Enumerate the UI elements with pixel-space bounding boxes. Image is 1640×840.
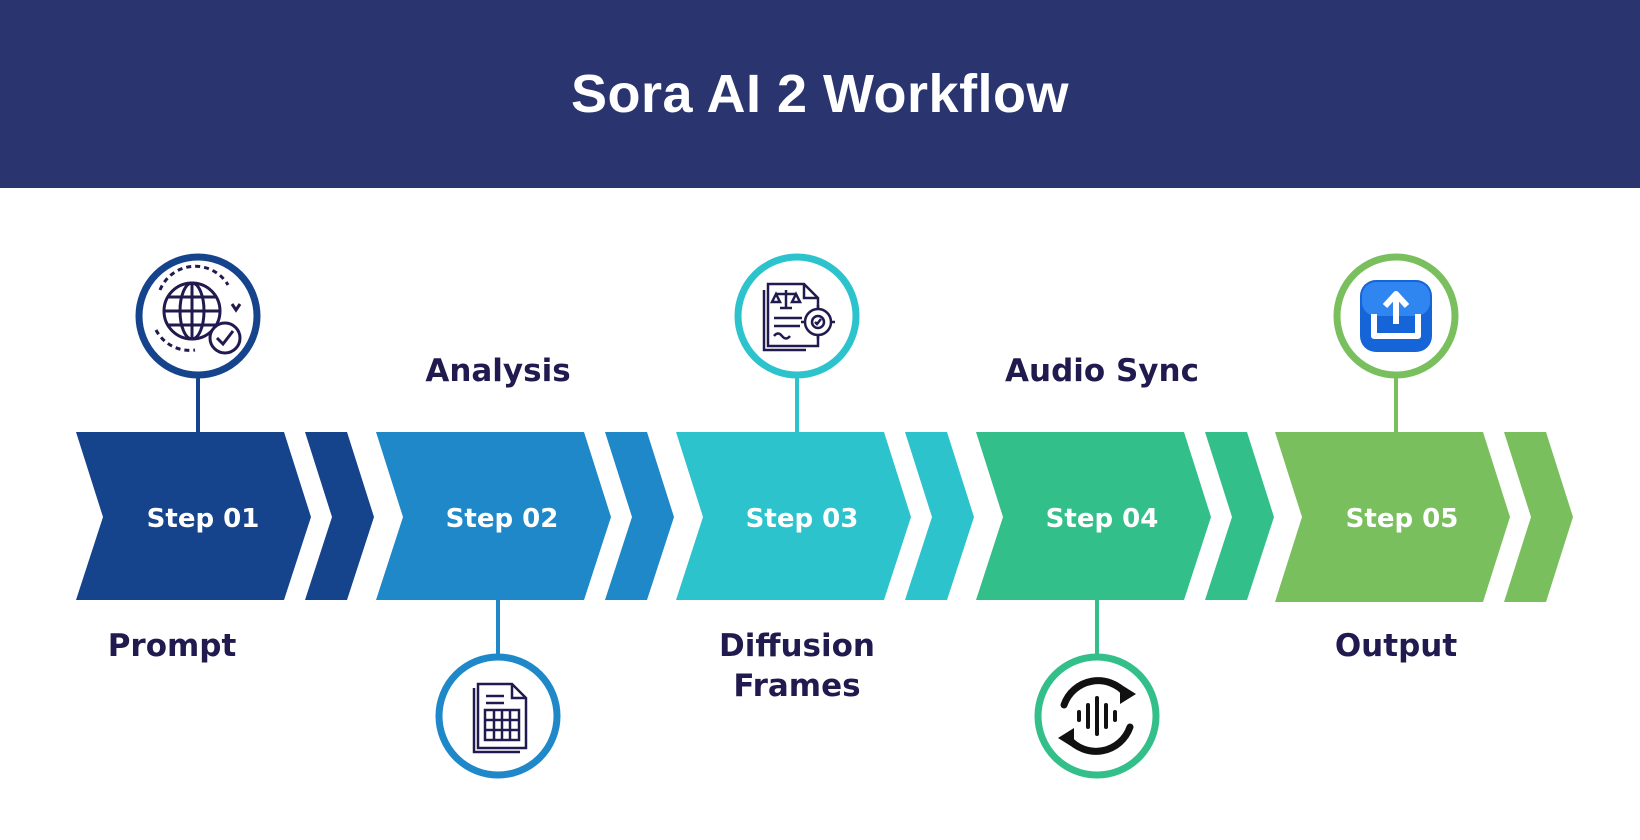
step-05-arrow-tail: [1504, 432, 1573, 602]
step-01: Step 01: [76, 253, 374, 600]
step-01-label: Prompt: [107, 628, 237, 664]
page-title: Sora AI 2 Workflow: [570, 64, 1070, 124]
document-gear-icon: [762, 282, 835, 352]
step-05-chevron: [1275, 432, 1510, 602]
step-01-icon-ring: [135, 253, 261, 379]
step-02-chevron: [376, 432, 611, 600]
step-05: Step 05: [1275, 253, 1573, 602]
step-05-label: Output: [1334, 628, 1458, 664]
document-table-icon: [472, 682, 528, 754]
step-05-badge: Step 05: [1346, 504, 1459, 534]
step-02-badge: Step 02: [446, 504, 559, 534]
step-04-badge: Step 04: [1046, 504, 1159, 534]
step-04-chevron: [976, 432, 1211, 600]
step-02-arrow-tail: [605, 432, 674, 600]
step-01-arrow-tail: [305, 432, 374, 600]
step-01-badge: Step 01: [147, 504, 260, 534]
export-icon: [1360, 280, 1432, 352]
step-03-label: Diffusion Frames: [719, 628, 875, 704]
step-02-label: Analysis: [425, 353, 571, 389]
step-01-chevron: [76, 432, 311, 600]
step-04-label: Audio Sync: [1005, 353, 1199, 389]
step-03-arrow-tail: [905, 432, 974, 600]
step-04: Step 04: [976, 432, 1274, 779]
step-03: Step 03: [676, 253, 974, 600]
header-banner: Sora AI 2 Workflow: [0, 0, 1640, 188]
step-03-chevron: [676, 432, 911, 600]
globe-check-icon: [154, 264, 242, 355]
audio-sync-icon: [1058, 677, 1136, 755]
step-03-badge: Step 03: [746, 504, 859, 534]
step-02: Step 02: [376, 432, 674, 779]
step-04-arrow-tail: [1205, 432, 1274, 600]
